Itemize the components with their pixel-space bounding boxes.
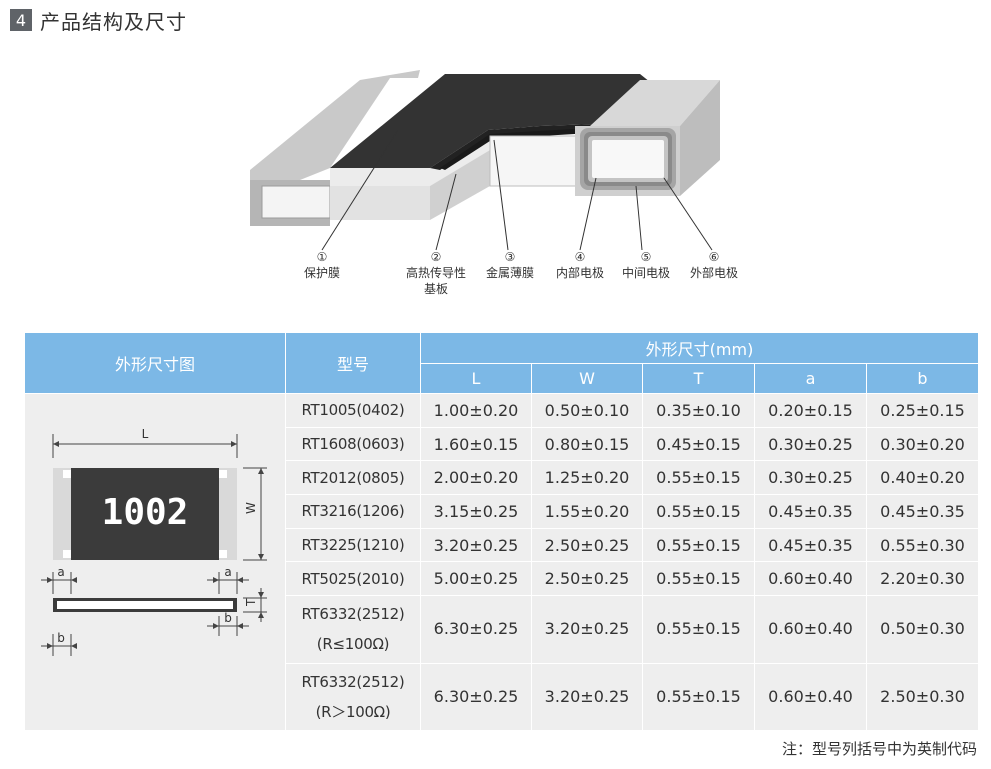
cell-L: 6.30±0.25: [420, 595, 532, 664]
callout-middle-electrode: ⑤ 中间电极: [621, 250, 670, 280]
label-b-left: b: [57, 631, 65, 645]
header-model: 型号: [285, 332, 421, 394]
cell-model: RT6332(2512)(R＞100Ω): [285, 662, 421, 732]
cell-b: 2.50±0.30: [866, 662, 979, 732]
header-drawing: 外形尺寸图: [24, 332, 286, 394]
cell-T: 0.55±0.15: [642, 595, 755, 664]
cell-b: 0.25±0.15: [866, 393, 979, 428]
header-W: W: [531, 363, 643, 394]
cell-W: 3.20±0.25: [531, 595, 643, 664]
header-a: a: [754, 363, 867, 394]
cell-a: 0.45±0.35: [754, 494, 867, 529]
cell-W: 2.50±0.25: [531, 527, 643, 563]
table-row: L 1002 W: [24, 393, 979, 731]
substrate-front: [430, 150, 490, 220]
label-L: L: [142, 427, 149, 441]
cell-b: 0.45±0.35: [866, 494, 979, 529]
inner-body: [489, 135, 581, 187]
callout-inner-electrode: ④ 内部电极: [555, 250, 604, 280]
cell-b: 0.40±0.20: [866, 460, 979, 496]
cell-L: 1.60±0.15: [420, 426, 532, 462]
substrate-top: [330, 132, 490, 186]
chip-marking: 1002: [102, 492, 189, 533]
label-b-right: b: [224, 611, 232, 625]
cell-T: 0.55±0.15: [642, 460, 755, 496]
chip-top-view: [53, 468, 237, 560]
cell-W: 3.20±0.25: [531, 662, 643, 732]
cell-L: 3.15±0.25: [420, 494, 532, 529]
substrate-face: [330, 186, 430, 220]
callout-metal-film: ③ 金属薄膜: [485, 250, 534, 280]
cell-L: 6.30±0.25: [420, 662, 532, 732]
chip-right-terminal: [219, 468, 237, 560]
cell-b: 2.20±0.30: [866, 561, 979, 597]
cell-model: RT3216(1206): [285, 494, 421, 529]
label-a-right: a: [224, 565, 231, 579]
callout-outer-electrode: ⑥ 外部电极: [689, 250, 738, 280]
cell-b: 0.30±0.20: [866, 426, 979, 462]
protective-film: [330, 74, 650, 168]
cell-T: 0.55±0.15: [642, 561, 755, 597]
table-row: RT3225(1210) 3.20±0.25 2.50±0.25 0.55±0.…: [25, 527, 979, 563]
label-a-left: a: [57, 565, 64, 579]
cell-model: RT2012(0805): [285, 460, 421, 496]
cell-L: 1.00±0.20: [420, 393, 532, 428]
cell-model: RT5025(2010): [285, 561, 421, 597]
cell-L: 3.20±0.25: [420, 527, 532, 563]
chip-left-terminal: [53, 468, 71, 560]
cell-W: 0.50±0.10: [531, 393, 643, 428]
cell-L: 5.00±0.25: [420, 561, 532, 597]
cell-b: 0.50±0.30: [866, 595, 979, 664]
cell-T: 0.45±0.15: [642, 426, 755, 462]
callout-protective-film: ① 保护膜: [303, 250, 340, 280]
cell-a: 0.45±0.35: [754, 527, 867, 563]
structure-illustration: [250, 70, 720, 251]
cell-T: 0.35±0.10: [642, 393, 755, 428]
cell-b: 0.55±0.30: [866, 527, 979, 563]
cell-model: RT1608(0603): [285, 426, 421, 462]
dimension-drawing: L 1002 W: [41, 427, 267, 656]
cell-W: 0.80±0.15: [531, 426, 643, 462]
cell-T: 0.55±0.15: [642, 662, 755, 732]
cell-a: 0.30±0.25: [754, 426, 867, 462]
label-W: W: [244, 502, 258, 514]
header-L: L: [420, 363, 532, 394]
cell-T: 0.55±0.15: [642, 527, 755, 563]
table-row: RT5025(2010) 5.00±0.25 2.50±0.25 0.55±0.…: [25, 561, 979, 597]
section-number: 4: [10, 9, 32, 31]
section-title: 产品结构及尺寸: [40, 9, 187, 34]
table-row: RT3216(1206) 3.15±0.25 1.55±0.20 0.55±0.…: [25, 494, 979, 529]
dimension-drawing-cell: L 1002 W: [24, 393, 286, 731]
cell-a: 0.60±0.40: [754, 595, 867, 664]
header-dimensions: 外形尺寸(mm): [420, 332, 979, 364]
right-electrode-side: [680, 80, 720, 196]
header-b: b: [866, 363, 979, 394]
header-T: T: [642, 363, 755, 394]
table-row: RT6332(2512)(R＞100Ω) 6.30±0.25 3.20±0.25…: [25, 662, 979, 732]
cell-W: 1.25±0.20: [531, 460, 643, 496]
callout-substrate: ② 高热传导性 基板: [405, 250, 466, 296]
cell-model: RT1005(0402): [285, 393, 421, 428]
cell-W: 1.55±0.20: [531, 494, 643, 529]
footnote: 注：型号列括号中为英制代码: [781, 740, 977, 758]
cell-W: 2.50±0.25: [531, 561, 643, 597]
section-header: 4 产品结构及尺寸: [10, 8, 187, 34]
cell-model: RT6332(2512)(R≤100Ω): [285, 595, 421, 664]
cell-model: RT3225(1210): [285, 527, 421, 563]
left-electrode-top: [250, 70, 420, 180]
cell-a: 0.30±0.25: [754, 460, 867, 496]
dimension-table: 外形尺寸图 型号 外形尺寸(mm) L W T a b L: [24, 332, 979, 732]
table-row: RT6332(2512)(R≤100Ω) 6.30±0.25 3.20±0.25…: [25, 595, 979, 664]
left-electrode-inner: [261, 185, 331, 219]
cell-T: 0.55±0.15: [642, 494, 755, 529]
label-T: T: [244, 598, 258, 607]
cell-a: 0.20±0.15: [754, 393, 867, 428]
cell-a: 0.60±0.40: [754, 561, 867, 597]
right-electrode-top: [590, 80, 720, 126]
electrode-core: [592, 140, 664, 178]
cell-a: 0.60±0.40: [754, 662, 867, 732]
cell-L: 2.00±0.20: [420, 460, 532, 496]
